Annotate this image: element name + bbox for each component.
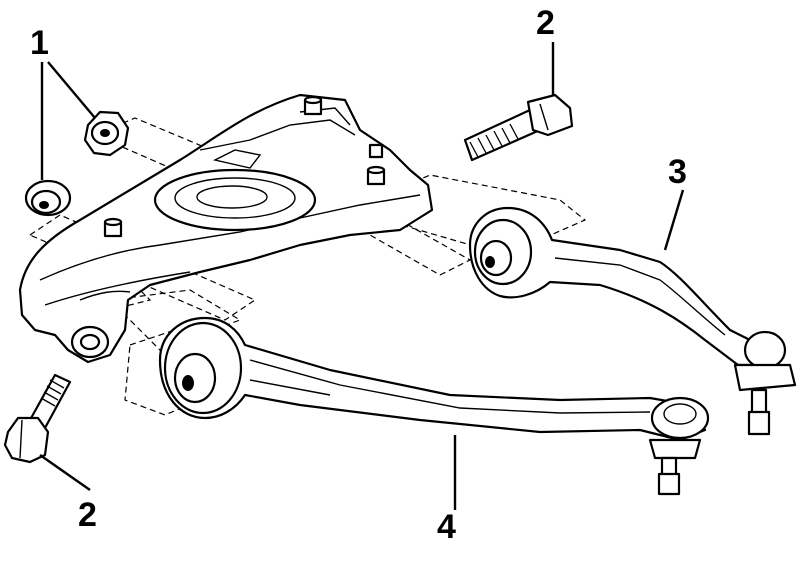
lower-control-arm-item-4	[158, 316, 710, 496]
callout-1: 1	[30, 24, 49, 62]
callout-2-upper: 2	[536, 4, 555, 42]
callout-2-lower: 2	[78, 496, 97, 534]
leader-lines	[39, 42, 685, 510]
bolt-item-2-lower	[3, 373, 72, 464]
leader-1a	[47, 61, 96, 119]
upper-control-arm-item-3	[468, 206, 797, 436]
callout-3: 3	[668, 153, 687, 191]
nut-item-1	[83, 110, 130, 157]
callout-4: 4	[437, 508, 456, 546]
bracket-stud-upper	[303, 95, 323, 116]
subframe-bracket	[18, 93, 434, 364]
washer-item-1	[24, 179, 72, 217]
bolt-item-2-upper	[463, 93, 574, 162]
bracket-stud-lower	[103, 217, 123, 238]
bracket-stud-right	[366, 143, 386, 186]
leader-3	[663, 189, 685, 251]
leader-2b	[39, 454, 91, 491]
